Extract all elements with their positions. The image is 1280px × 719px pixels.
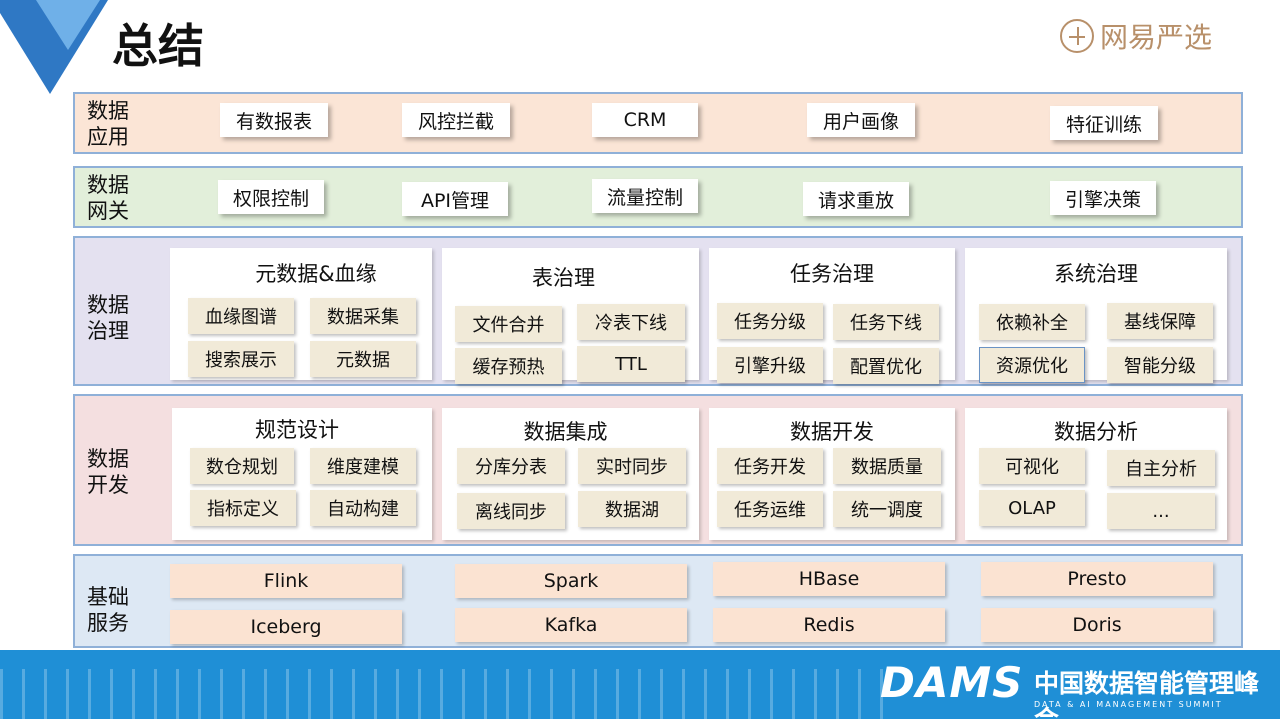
tag-smart-grading: 智能分级 (1107, 347, 1213, 383)
panel-system-governance: 系统治理 依赖补全 基线保障 资源优化 智能分级 (965, 248, 1227, 383)
tag-config-optimize: 配置优化 (833, 348, 939, 384)
tag-unified-scheduling: 统一调度 (833, 491, 941, 527)
layer-label-line1: 数据 (87, 293, 129, 317)
footer-banner: DAMS 中国数据智能管理峰会 DATA & AI MANAGEMENT SUM… (0, 650, 1280, 719)
panel-title: 数据开发 (790, 420, 874, 444)
tag-metadata: 元数据 (310, 341, 416, 377)
layer-data-governance: 数据 治理 元数据&血缘 血缘图谱 数据采集 搜索展示 元数据 表治理 文件合并… (73, 236, 1243, 386)
brand-logo: 网易严选 (1060, 16, 1212, 56)
tag-data-quality: 数据质量 (833, 448, 941, 484)
layer-label: 数据 应用 (87, 98, 129, 150)
dams-english-name: DATA & AI MANAGEMENT SUMMIT (1034, 700, 1223, 709)
panel-task-governance: 任务治理 任务分级 任务下线 引擎升级 配置优化 (709, 248, 955, 384)
panel-metadata-lineage: 元数据&血缘 血缘图谱 数据采集 搜索展示 元数据 (170, 248, 432, 380)
layer-label-line1: 数据 (87, 173, 129, 197)
service-flink: Flink (170, 564, 402, 598)
chip-permission: 权限控制 (218, 180, 324, 214)
layer-label-line2: 治理 (87, 319, 129, 343)
panel-data-analysis: 数据分析 可视化 自主分析 OLAP ... (965, 408, 1227, 540)
tag-olap: OLAP (979, 490, 1085, 526)
tag-dimension-modeling: 维度建模 (310, 448, 416, 484)
layer-label-line2: 网关 (87, 199, 129, 223)
chip-reports: 有数报表 (220, 103, 328, 137)
panel-title: 规范设计 (255, 418, 339, 442)
tag-engine-upgrade: 引擎升级 (717, 347, 823, 383)
chip-risk-control: 风控拦截 (402, 103, 510, 137)
city-skyline-image (0, 669, 900, 719)
service-iceberg: Iceberg (170, 610, 402, 644)
tag-file-merge: 文件合并 (455, 306, 562, 342)
layer-data-development: 数据 开发 规范设计 数仓规划 维度建模 指标定义 自动构建 数据集成 分库分表… (73, 394, 1243, 546)
chip-crm: CRM (592, 103, 698, 137)
layer-label: 基础 服务 (87, 584, 129, 636)
service-kafka: Kafka (455, 608, 687, 642)
tag-dependency-complete: 依赖补全 (979, 304, 1085, 340)
dams-chinese-name: 中国数据智能管理峰会 (1034, 669, 1260, 719)
panel-title: 元数据&血缘 (255, 262, 377, 286)
tag-cache-preheat: 缓存预热 (455, 348, 562, 384)
layer-label-line2: 服务 (87, 611, 129, 635)
service-hbase: HBase (713, 562, 945, 596)
tag-visualization: 可视化 (979, 448, 1085, 484)
layer-label: 数据 治理 (87, 292, 129, 344)
service-redis: Redis (713, 608, 945, 642)
tag-lineage-graph: 血缘图谱 (188, 298, 294, 334)
corner-triangle-light (36, 0, 100, 50)
tag-auto-build: 自动构建 (310, 490, 416, 526)
layer-label-line1: 基础 (87, 585, 129, 609)
panel-title: 数据分析 (1054, 420, 1138, 444)
chip-engine-decision: 引擎决策 (1050, 181, 1156, 215)
tag-metric-definition: 指标定义 (190, 490, 296, 526)
panel-data-integration: 数据集成 分库分表 实时同步 离线同步 数据湖 (442, 408, 699, 540)
tag-warehouse-planning: 数仓规划 (190, 448, 294, 484)
layer-data-application: 数据 应用 有数报表 风控拦截 CRM 用户画像 特征训练 (73, 92, 1243, 154)
tag-search-display: 搜索展示 (188, 341, 294, 377)
dams-logo: DAMS (880, 658, 1024, 707)
panel-data-development: 数据开发 任务开发 数据质量 任务运维 统一调度 (709, 408, 955, 540)
tag-task-ops: 任务运维 (717, 491, 823, 527)
layer-label-line1: 数据 (87, 447, 129, 471)
tag-resource-optimize: 资源优化 (979, 347, 1085, 383)
layer-infrastructure: 基础 服务 Flink Spark HBase Presto Iceberg K… (73, 554, 1243, 648)
tag-baseline-guarantee: 基线保障 (1107, 303, 1213, 339)
page-title: 总结 (112, 19, 204, 73)
service-presto: Presto (981, 562, 1213, 596)
tag-offline-sync: 离线同步 (457, 493, 565, 529)
layer-data-gateway: 数据 网关 权限控制 API管理 流量控制 请求重放 引擎决策 (73, 166, 1243, 228)
panel-title: 系统治理 (1054, 262, 1138, 286)
chip-request-replay: 请求重放 (803, 182, 909, 216)
tag-task-offline: 任务下线 (833, 304, 939, 340)
tag-task-grading: 任务分级 (717, 303, 823, 339)
service-spark: Spark (455, 564, 687, 598)
service-doris: Doris (981, 608, 1213, 642)
layer-label: 数据 网关 (87, 172, 129, 224)
layer-label-line1: 数据 (87, 99, 129, 123)
tag-realtime-sync: 实时同步 (578, 448, 686, 484)
layer-label-line2: 开发 (87, 473, 129, 497)
yanxuan-logo-icon (1060, 19, 1094, 53)
chip-api-management: API管理 (402, 182, 508, 216)
panel-title: 数据集成 (523, 420, 608, 444)
panel-table-governance: 表治理 文件合并 冷表下线 缓存预热 TTL (442, 248, 699, 384)
tag-data-lake: 数据湖 (578, 491, 686, 527)
tag-more: ... (1107, 493, 1215, 529)
chip-feature-training: 特征训练 (1050, 106, 1158, 140)
panel-title: 任务治理 (790, 262, 874, 286)
panel-standard-design: 规范设计 数仓规划 维度建模 指标定义 自动构建 (172, 408, 432, 540)
layer-label-line2: 应用 (87, 125, 129, 149)
layer-label: 数据 开发 (87, 446, 129, 498)
tag-task-development: 任务开发 (717, 448, 823, 484)
tag-ttl: TTL (577, 346, 685, 382)
tag-data-collection: 数据采集 (310, 298, 416, 334)
chip-user-profile: 用户画像 (807, 103, 915, 137)
panel-title: 表治理 (532, 266, 595, 290)
tag-sharding: 分库分表 (457, 448, 565, 484)
logo-text: 网易严选 (1100, 21, 1213, 54)
tag-cold-table-offline: 冷表下线 (577, 304, 685, 340)
tag-self-service-analysis: 自主分析 (1107, 450, 1215, 486)
chip-traffic-control: 流量控制 (592, 179, 698, 213)
